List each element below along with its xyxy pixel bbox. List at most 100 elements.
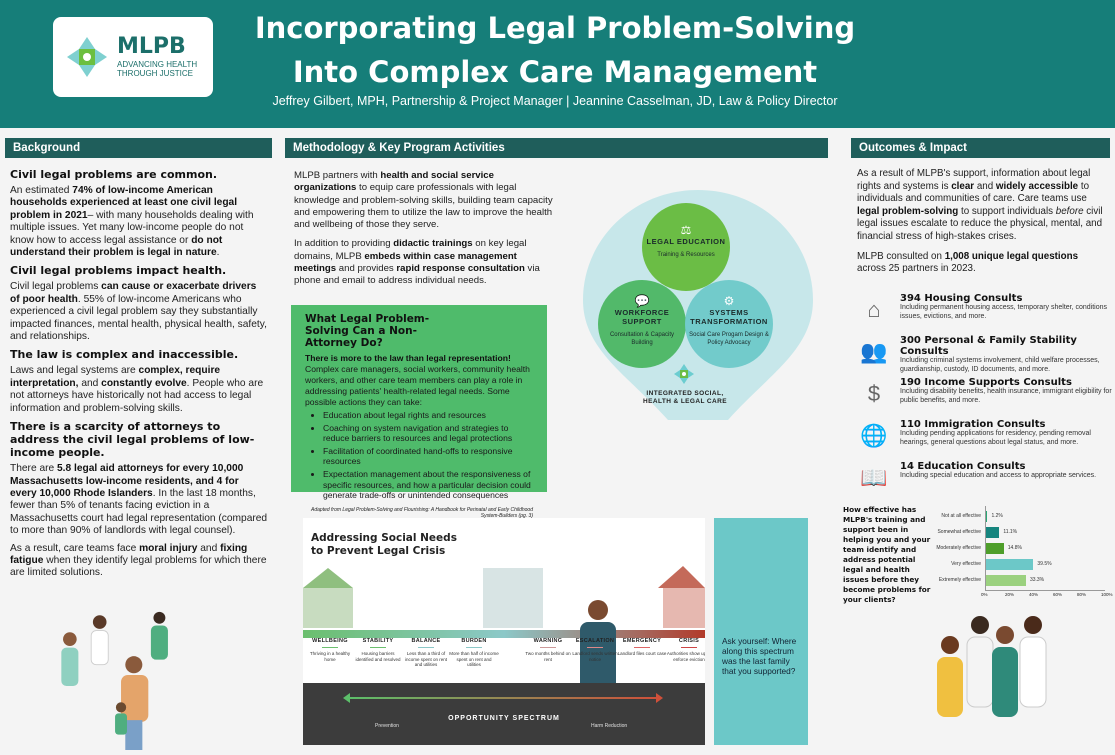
money-icon: $ <box>867 381 881 406</box>
x-axis: 0%20%40%60%80%100% <box>981 590 1113 598</box>
stage-description: Two months behind on rent <box>525 651 571 662</box>
venn-center-label: INTEGRATED SOCIAL, HEALTH & LEGAL CARE <box>643 390 727 405</box>
consult-title: 394 Housing Consults <box>900 293 1023 304</box>
spectrum-stage: EMERGENCY Landlord files court case <box>617 638 667 657</box>
methodology-paragraph: MLPB partners with health and social ser… <box>294 170 556 231</box>
stage-name: BURDEN <box>461 638 487 644</box>
spectrum-axis-label: OPPORTUNITY SPECTRUM <box>448 715 560 722</box>
outcomes-paragraph: MLPB consulted on 1,008 unique legal que… <box>857 251 1108 276</box>
text-run: to individuals and communities of care. … <box>857 180 1090 205</box>
bar-category-label: Very effective <box>951 561 981 567</box>
block-paragraph: Civil legal problems can cause or exacer… <box>10 281 268 343</box>
bar <box>986 542 1004 554</box>
non-attorney-box: What Legal Problem-Solving Can a Non-Att… <box>291 305 547 519</box>
chart-rows: Not at all effective 1.2% Somewhat effecti… <box>886 508 1105 588</box>
bar-category-label: Not at all effective <box>941 513 981 519</box>
systems-transformation-subtitle: Social Care Progam Design & Policy Advoc… <box>689 332 769 346</box>
block-paragraph: Laws and legal systems are complex, requ… <box>10 365 268 415</box>
text-run: can cause or exacerbate drivers of poor … <box>10 281 257 305</box>
stage-name: CRISIS <box>678 638 700 644</box>
stage-underline <box>466 647 482 648</box>
bullet-item: Facilitation of coordinated hand-offs to… <box>323 446 533 467</box>
stage-description: Thriving in a healthy home <box>309 651 351 662</box>
bar-category-label: Extremely effective <box>938 577 981 583</box>
text-run: . In the last 18 months, fewer than 5% o… <box>10 487 268 537</box>
stage-description: Landlord files court case <box>617 651 667 656</box>
bar-category-label: Moderately effective <box>936 545 981 551</box>
mlpb-logo: MLPBAdvancing Health Through Justice <box>53 17 213 97</box>
integrated-care-icon <box>674 364 694 384</box>
consult-text: 300 Personal & Family Stability Consults… <box>900 335 1115 373</box>
spectrum-arrow <box>343 693 663 703</box>
survey-question: How effective has MLPB's training and su… <box>843 505 931 604</box>
block-heading: There is a scarcity of attorneys to addr… <box>10 420 255 460</box>
text-run: In addition to providing <box>294 238 394 250</box>
consult-title: 14 Education Consults <box>900 461 1026 472</box>
stage-name: ESCALATION <box>575 638 615 644</box>
text-run: to equip care professionals with legal k… <box>294 182 553 231</box>
systems-transformation-title: SYSTEMS TRANSFORMATION <box>690 308 768 326</box>
stage-name: STABILITY <box>362 638 394 644</box>
text-run: on key legal domains, MLPB <box>294 238 527 262</box>
text-run: and <box>974 180 996 192</box>
effectiveness-chart: Not at all effective 1.2% Somewhat effecti… <box>885 506 1113 598</box>
outcomes-section: Outcomes & Impact As a result of MLPB's … <box>851 138 1110 283</box>
stage-name: WARNING <box>533 638 563 644</box>
text-run: There is more to the law than legal repr… <box>305 353 511 363</box>
bar-value-label: 14.8% <box>1007 545 1022 551</box>
text-run: constantly evolve <box>101 377 187 389</box>
bar-category-label: Somewhat effective <box>937 529 981 535</box>
block-heading: The law is complex and inaccessible. <box>10 348 239 362</box>
section-heading-methodology: Methodology & Key Program Activities <box>285 138 828 158</box>
text-run: clear <box>951 180 975 192</box>
box-bullet-list: Education about legal rights and resourc… <box>305 410 533 501</box>
network-icon: ⚙ <box>723 294 735 308</box>
stage-name: EMERGENCY <box>622 638 662 644</box>
block-paragraph: An estimated 74% of low-income American … <box>10 185 268 259</box>
text-run: . <box>216 247 220 259</box>
x-tick-label: 100% <box>1101 592 1113 597</box>
block-paragraph: There are 5.8 legal aid attorneys for ev… <box>10 463 268 537</box>
text-run: . People who are not attorneys have hist… <box>10 377 264 414</box>
x-tick-label: 80% <box>1077 592 1087 597</box>
text-run: Complex care managers, social workers, c… <box>305 364 530 407</box>
neighborhood-illustration <box>303 566 705 638</box>
x-tick-label: 20% <box>1005 592 1015 597</box>
workforce-support-subtitle: Consultation & Capacity Building <box>609 332 675 346</box>
consult-title: 190 Income Supports Consults <box>900 377 1072 388</box>
text-run: MLPB consulted on <box>857 250 945 262</box>
bar-row: Moderately effective 14.8% <box>886 540 1105 556</box>
stage-underline <box>587 647 603 648</box>
venn-legal-education: ⚖ LEGAL EDUCATION Training & Resources <box>642 203 730 291</box>
stage-description: Housing barriers identified and resolved <box>355 651 401 662</box>
text-run: didactic trainings <box>393 238 473 250</box>
box-intro: There is more to the law than legal repr… <box>305 353 533 408</box>
stage-underline <box>418 647 434 648</box>
venn-systems-transformation: ⚙ SYSTEMS TRANSFORMATION Social Care Pro… <box>685 280 773 368</box>
x-tick-label: 60% <box>1053 592 1063 597</box>
stage-underline <box>322 647 338 648</box>
text-run: There are <box>10 463 57 475</box>
consult-description: Including permanent housing access, temp… <box>900 304 1108 320</box>
spectrum-graphic: Addressing Social Needs to Prevent Legal… <box>303 518 705 745</box>
text-run: 1,008 unique legal questions <box>944 250 1079 262</box>
text-run: to support individuals <box>958 205 1056 217</box>
bar-value-label: 1.2% <box>991 513 1003 519</box>
text-run: and provides <box>336 263 397 275</box>
spectrum-stage: STABILITY Housing barriers identified and… <box>353 638 403 662</box>
stage-underline <box>370 647 386 648</box>
workforce-support-title: WORKFORCE SUPPORT <box>614 308 670 326</box>
text-run: As a result, care teams face <box>10 542 140 554</box>
text-run: As a result of MLPB's support, informati… <box>857 168 1091 192</box>
box-title: What Legal Problem-Solving Can a Non-Att… <box>305 313 430 349</box>
text-run: 74% of low-income American households ex… <box>10 185 238 221</box>
text-run: and <box>197 542 221 554</box>
background-section: Background Civil legal problems are comm… <box>5 138 272 585</box>
stage-underline <box>681 647 697 648</box>
